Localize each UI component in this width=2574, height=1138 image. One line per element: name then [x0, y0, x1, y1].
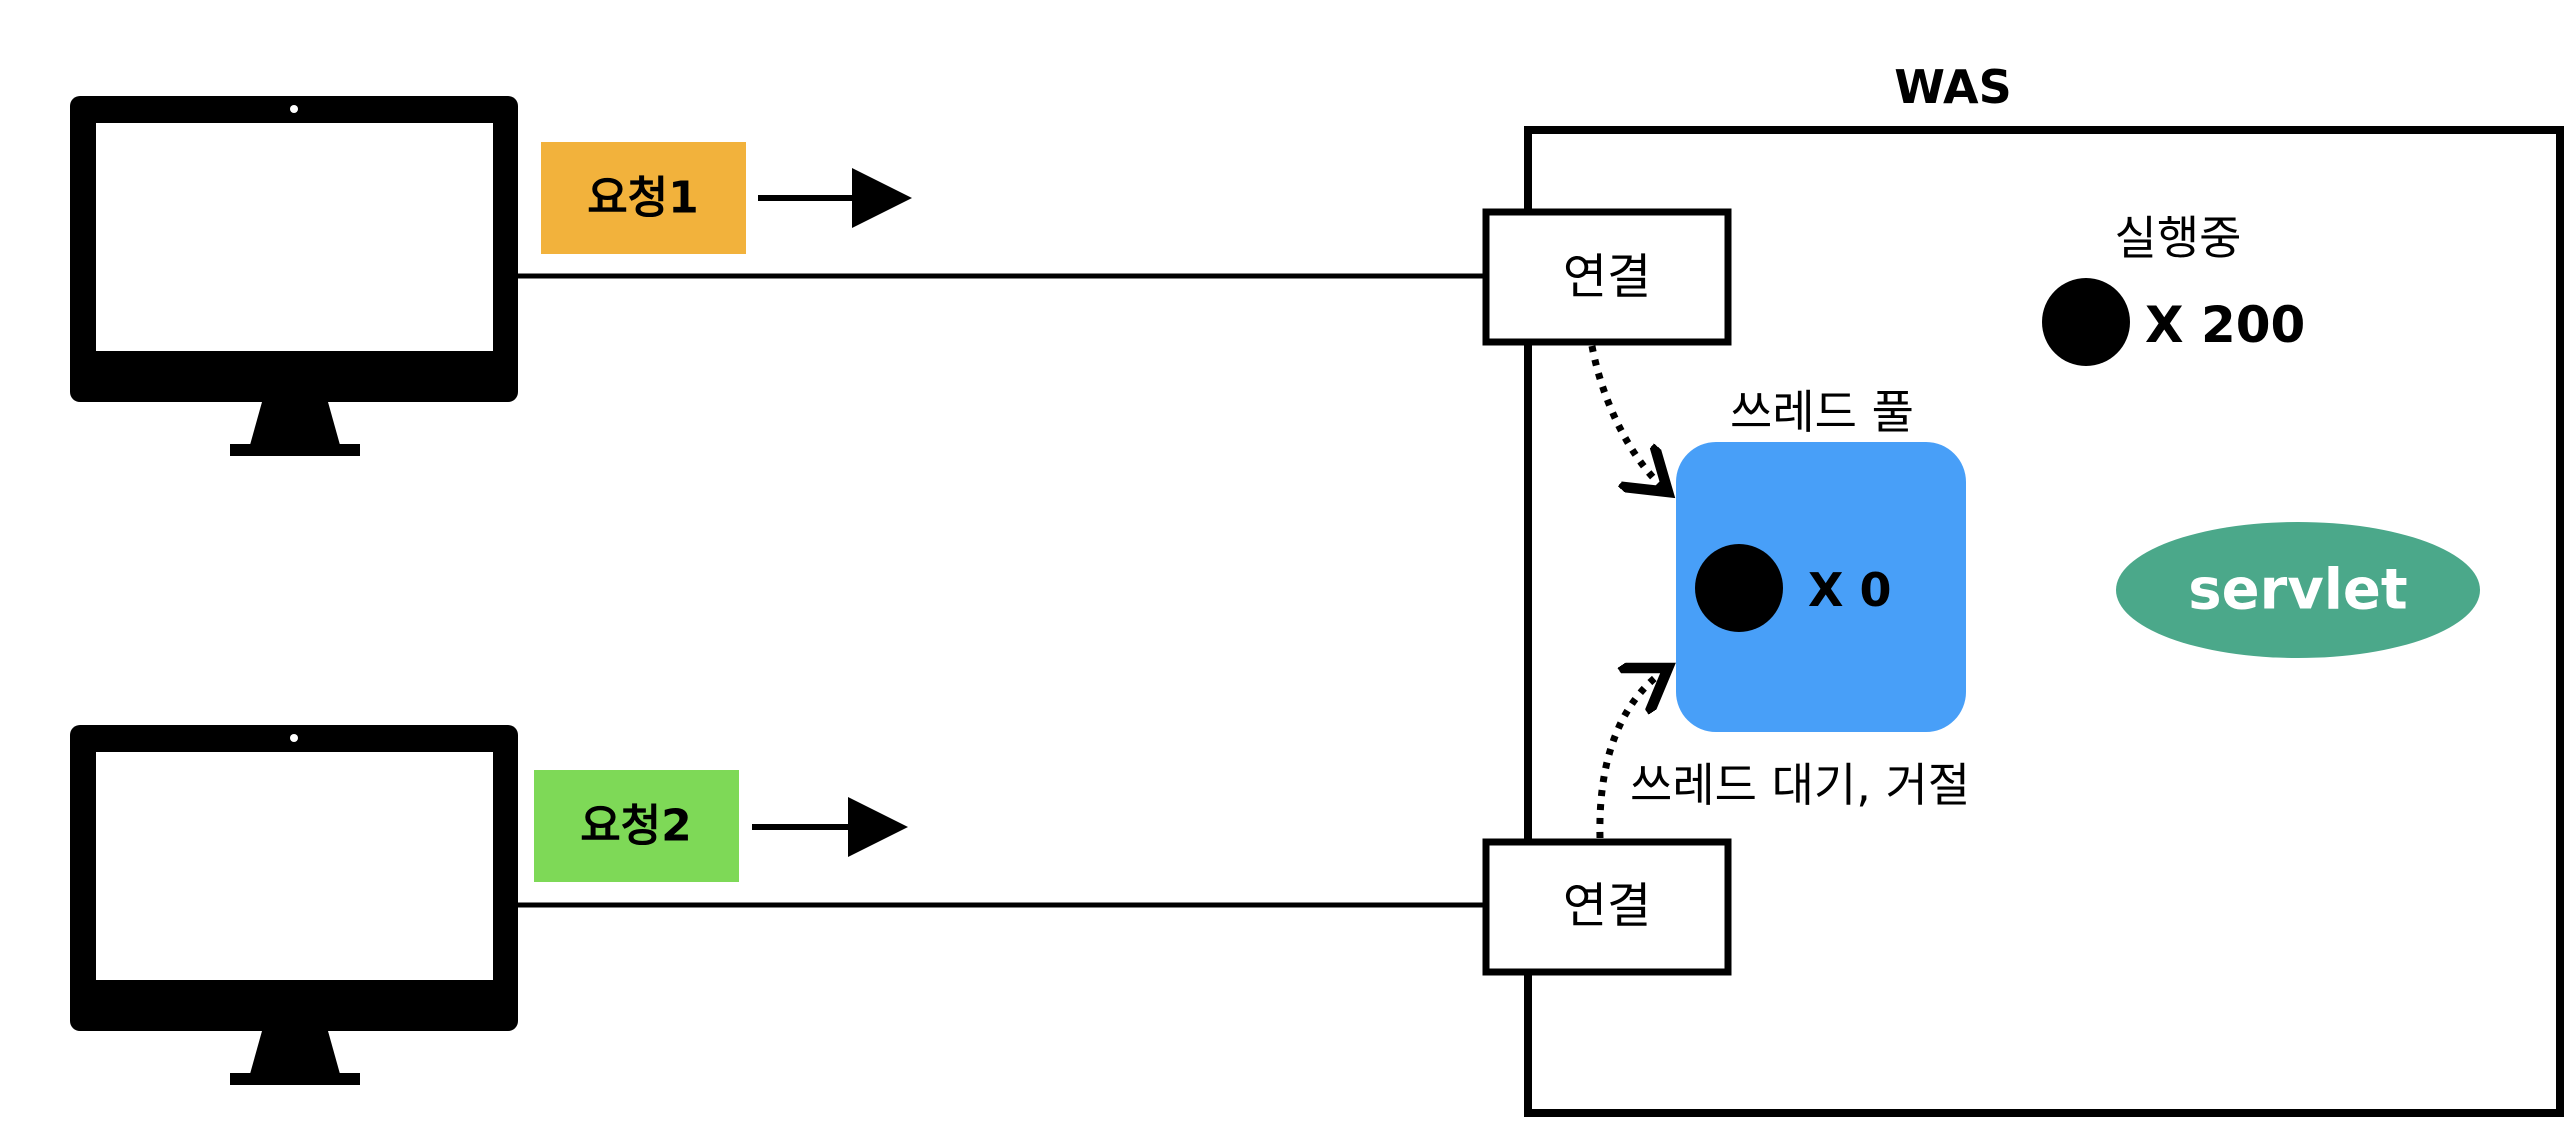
client-monitor-1-icon: [70, 96, 518, 456]
running-title: 실행중: [2115, 211, 2242, 265]
request-1-label: 요청1: [587, 173, 699, 224]
thread-pool-thread-icon: [1695, 544, 1783, 632]
running-count: X 200: [2145, 296, 2305, 354]
dotted-arrow-connection-1-to-pool: [1588, 345, 1668, 492]
servlet-ellipse: [2116, 522, 2480, 658]
running-thread-icon: [2042, 278, 2130, 366]
request-2-box: [534, 770, 739, 882]
request-2-tag: 요청2: [534, 770, 739, 882]
client-monitor-2-icon: [70, 725, 518, 1085]
dotted-arrow-connection-2-to-pool: [1596, 668, 1668, 839]
connection-2-label: 연결: [1563, 878, 1651, 934]
servlet-label: servlet: [2188, 558, 2407, 623]
connection-1-label: 연결: [1563, 249, 1651, 305]
request-2-label: 요청2: [580, 801, 692, 852]
connection-box-1: 연결: [1482, 208, 1732, 346]
was-container: [1524, 126, 2564, 1117]
was-title: WAS: [1894, 60, 2011, 114]
request-1-box: [541, 142, 746, 254]
thread-wait-reject-note: 쓰레드 대기, 거절: [1630, 758, 1970, 812]
request-1-tag: 요청1: [541, 142, 746, 254]
thread-pool-title: 쓰레드 풀: [1730, 385, 1914, 439]
thread-pool-count: X 0: [1808, 563, 1892, 617]
thread-pool-box: [1676, 442, 1966, 732]
connection-box-2: 연결: [1482, 838, 1732, 976]
